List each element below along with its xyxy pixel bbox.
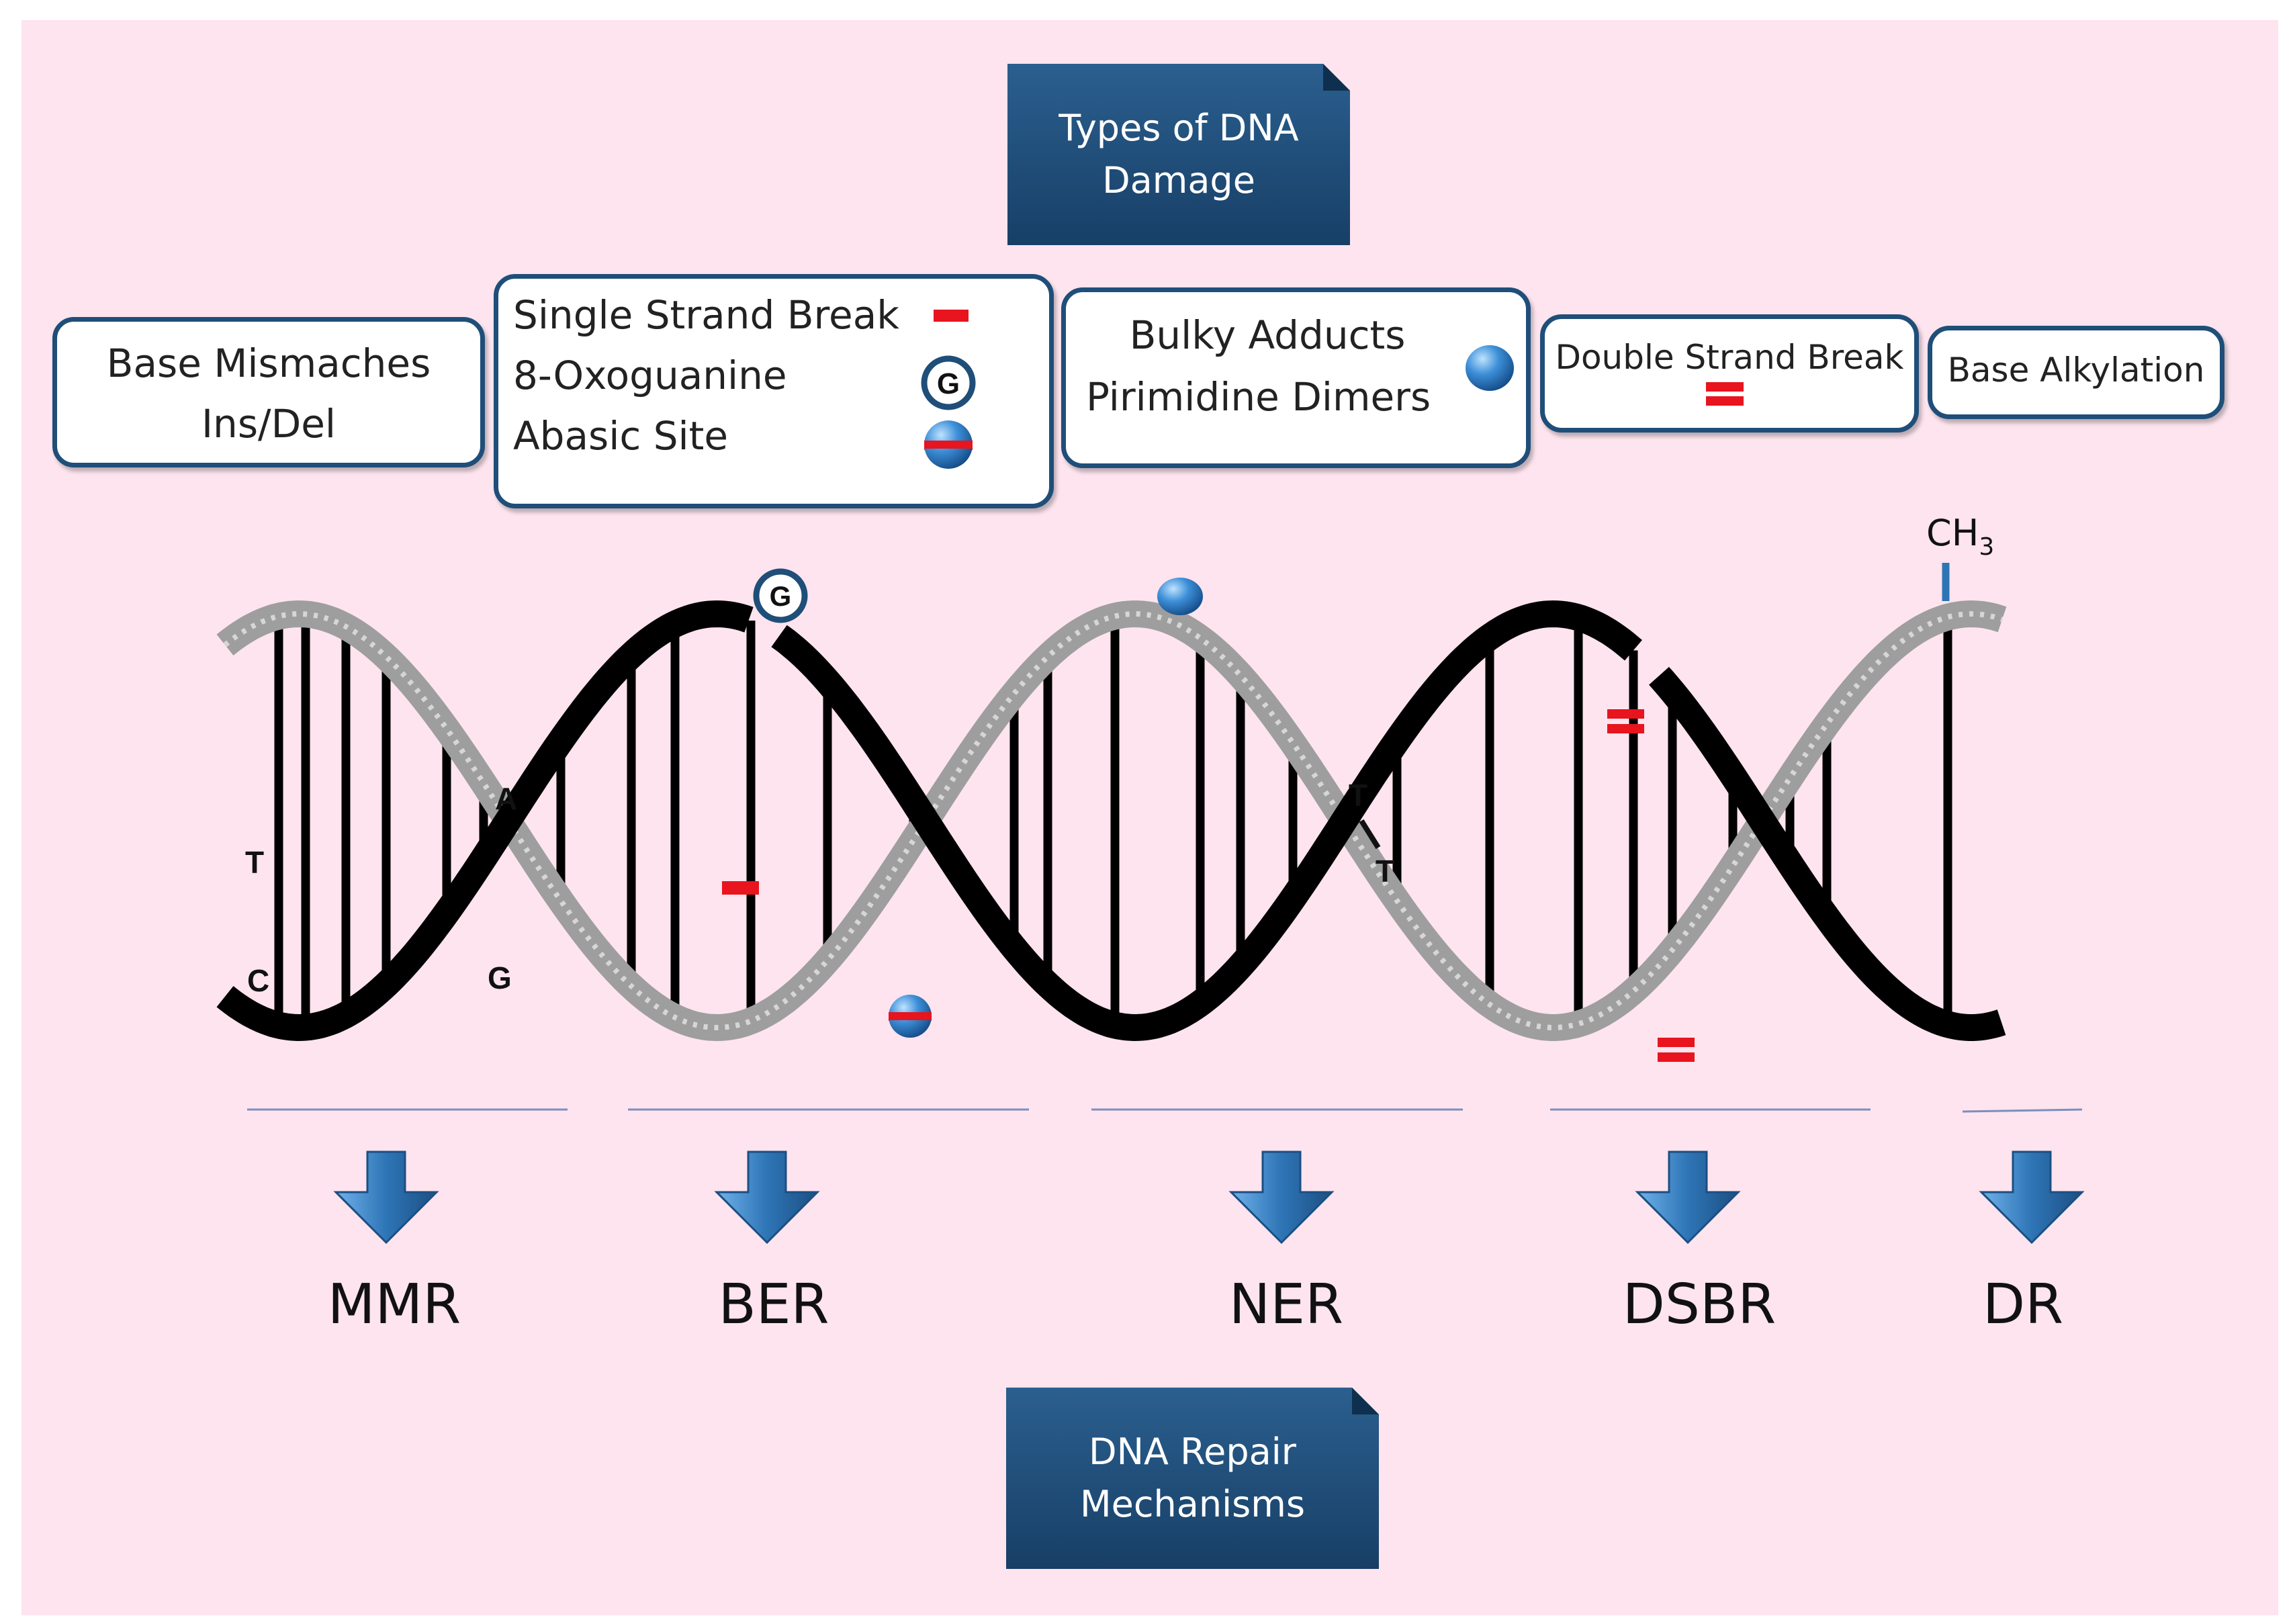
ssb-legend-icon <box>934 310 969 322</box>
oxog-helix-symbol: G <box>770 580 792 612</box>
repair-label-ner: NER <box>1228 1273 1344 1337</box>
diagram-background <box>21 20 2278 1615</box>
strand-dark-segment-2 <box>771 600 1642 1042</box>
footer-box-shape <box>1006 1388 1379 1569</box>
methyl-subscript: 3 <box>1979 533 1994 561</box>
ssb-mark <box>722 881 759 895</box>
oxog-legend-symbol: G <box>937 367 960 400</box>
repair-arrows <box>333 1151 2085 1245</box>
pyrimidine-dimers-label: Pirimidine Dimers <box>1086 374 1431 420</box>
title-line-2: Damage <box>1102 159 1255 201</box>
strand-dark-segment-3 <box>1649 666 2006 1041</box>
bulky-adducts-label: Bulky Adducts <box>1129 312 1406 358</box>
strand-light-texture <box>223 611 2004 1031</box>
dimer-base-t1: T <box>1349 778 1367 813</box>
down-arrow-icon <box>714 1151 820 1245</box>
separator-dr <box>1962 1108 2083 1113</box>
double-strand-break-label: Double Strand Break <box>1555 338 1904 377</box>
down-arrow-icon <box>1979 1151 2085 1245</box>
indel-label: Ins/Del <box>201 401 336 447</box>
title-text: Types of DNA Damage <box>1059 102 1298 207</box>
title-box-shape <box>1007 64 1350 245</box>
dna-helix <box>216 600 2007 1042</box>
repair-label-ber: BER <box>718 1273 829 1337</box>
damage-box-bulky: Bulky Adducts Pirimidine Dimers <box>1061 287 1531 468</box>
damage-box-mismatch: Base Mismaches Ins/Del <box>52 317 485 467</box>
footer-line-2: Mechanisms <box>1080 1483 1305 1525</box>
mismatch-base-g: G <box>488 960 512 995</box>
mismatch-label: Base Mismaches <box>106 341 431 386</box>
bulky-adduct-legend-icon <box>1466 345 1514 391</box>
bulky-adduct-helix-marker <box>1157 578 1203 615</box>
down-arrow-icon <box>333 1151 439 1245</box>
mismatch-base-t: T <box>245 845 264 880</box>
oxoguanine-label: 8-Oxoguanine <box>513 353 787 398</box>
methyl-ch: CH <box>1926 512 1979 554</box>
methyl-label: CH3 <box>1926 512 1994 561</box>
dsb-mark-top <box>1607 709 1644 733</box>
single-strand-break-label: Single Strand Break <box>513 292 899 338</box>
repair-label-mmr: MMR <box>327 1273 461 1337</box>
mismatch-base-a: A <box>495 781 517 816</box>
repair-label-dr: DR <box>1982 1273 2064 1337</box>
dimer-bond <box>1359 819 1381 850</box>
strand-dark-segment-1 <box>216 600 754 1042</box>
repair-label-dsbr: DSBR <box>1622 1273 1776 1337</box>
dimer-base-t2: T <box>1376 854 1394 889</box>
mismatch-base-c: C <box>247 963 269 998</box>
dsb-legend-icon <box>1706 382 1744 406</box>
base-pair-rungs <box>274 614 1952 1028</box>
damage-box-alkylation: Base Alkylation <box>1928 326 2224 419</box>
footer-line-1: DNA Repair <box>1089 1431 1296 1473</box>
down-arrow-icon <box>1228 1151 1335 1245</box>
abasic-helix-marker <box>889 995 932 1038</box>
oxog-helix-marker: G <box>753 568 808 623</box>
abasic-site-label: Abasic Site <box>513 413 729 459</box>
abasic-legend-icon <box>924 420 973 469</box>
oxog-legend-icon: G <box>921 355 976 410</box>
dsb-mark-bottom <box>1658 1038 1695 1062</box>
title-box: Types of DNA Damage <box>1007 64 1350 245</box>
damage-box-dsb: Double Strand Break <box>1540 314 1919 433</box>
down-arrow-icon <box>1635 1151 1741 1245</box>
base-alkylation-label: Base Alkylation <box>1947 351 2205 390</box>
title-line-1: Types of DNA <box>1059 107 1299 149</box>
